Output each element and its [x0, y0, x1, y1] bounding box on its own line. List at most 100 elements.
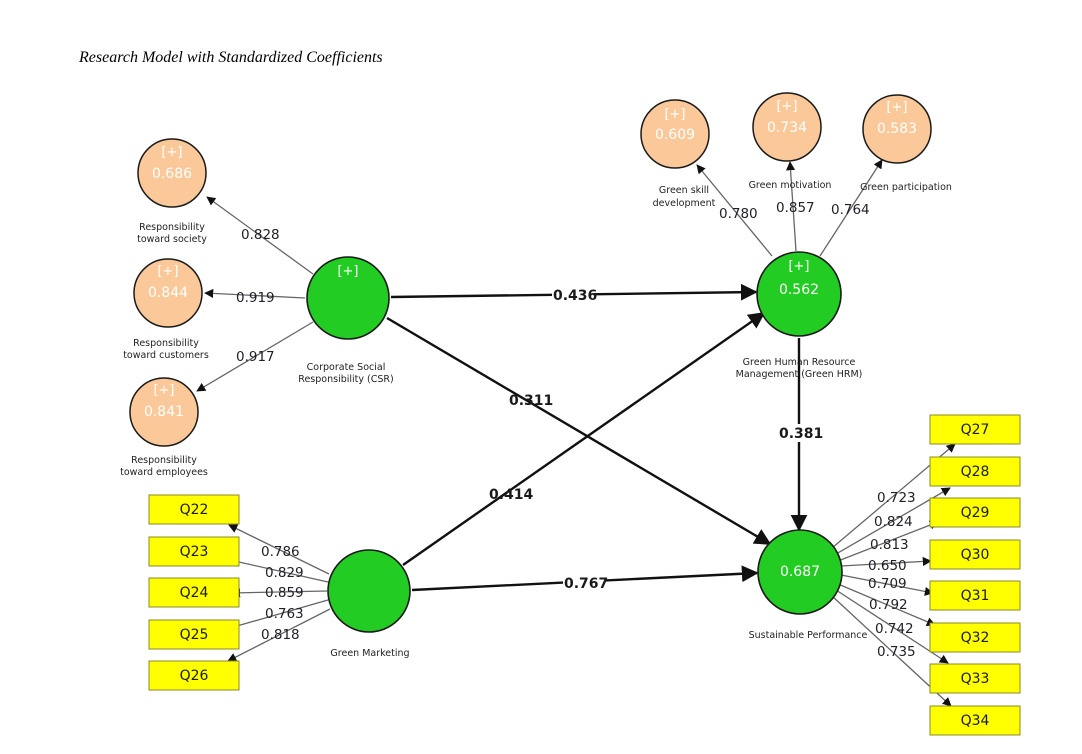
loading-q33: 0.742: [875, 621, 914, 637]
coef-gm-sp: 0.767: [564, 576, 608, 592]
label-csr-1: Corporate Social: [307, 362, 386, 373]
loading-q31: 0.709: [868, 576, 907, 592]
path-csr-sp: [386, 316, 772, 546]
indicator-label: Q24: [180, 585, 209, 601]
dimension-skill: [+] 0.609 Green skill development: [640, 99, 716, 209]
dimension-society: [+] 0.686 Responsibility toward society: [137, 138, 207, 245]
indicator-label: Q28: [961, 464, 990, 480]
ghrm-skill-line: [696, 164, 773, 257]
gm-indicators: Q22 Q23 Q24 Q25 Q26: [148, 494, 240, 691]
r2-ghrm: 0.562: [779, 282, 819, 298]
label-customers-1: Responsibility: [133, 338, 199, 349]
coef-csr-sp: 0.311: [509, 393, 553, 409]
loading-q25: 0.763: [265, 606, 304, 622]
path-label-bg-gm-sp: [563, 575, 605, 591]
ghrm-motivation-line: [786, 161, 797, 252]
label-society-1: Responsibility: [139, 222, 205, 233]
loading-ghrm-motivation: 0.857: [776, 200, 815, 216]
indicator-q27: Q27: [929, 414, 1021, 445]
gm-q25-line: [229, 599, 329, 631]
indicator-label: Q26: [180, 668, 209, 684]
sp-q32-line: [837, 583, 936, 627]
indicator-label: Q33: [961, 671, 990, 687]
indicator-q33: Q33: [929, 663, 1021, 694]
loading-q30: 0.650: [868, 558, 907, 574]
r2-employees: 0.841: [144, 404, 184, 420]
coef-ghrm-sp: 0.381: [779, 426, 823, 442]
label-ghrm-1: Green Human Resource: [743, 357, 856, 368]
dimension-participation: [+] 0.583 Green participation: [860, 94, 952, 193]
gm-q22-line: [228, 524, 330, 575]
indicator-q29: Q29: [929, 497, 1021, 528]
indicator-label: Q30: [961, 547, 990, 563]
ghrm-participation-line: [819, 159, 883, 257]
plus-marker: [+]: [886, 100, 907, 115]
dimension-employees: [+] 0.841 Responsibility toward employee…: [120, 377, 208, 478]
path-label-bg-ghrm-sp: [777, 424, 821, 442]
label-participation: Green participation: [860, 182, 952, 193]
plus-marker: [+]: [776, 99, 797, 114]
sp-q29-line: [837, 520, 939, 562]
indicator-q22: Q22: [148, 494, 240, 525]
gm-q26-line: [227, 608, 331, 662]
label-employees-2: toward employees: [120, 467, 208, 478]
indicator-label: Q27: [961, 422, 990, 438]
construct-gm: Green Marketing: [327, 549, 411, 659]
indicator-q24: Q24: [148, 577, 240, 608]
csr-customers-line: [204, 288, 306, 299]
indicator-q31: Q31: [929, 580, 1021, 611]
loading-q24: 0.859: [265, 585, 304, 601]
loading-q34: 0.735: [877, 644, 916, 660]
indicator-q32: Q32: [929, 622, 1021, 653]
loading-q29: 0.813: [870, 537, 909, 553]
loading-q26: 0.818: [261, 627, 300, 643]
loading-ghrm-participation: 0.764: [831, 202, 870, 218]
label-sp: Sustainable Performance: [749, 630, 868, 641]
indicator-label: Q25: [180, 627, 209, 643]
label-customers-2: toward customers: [123, 350, 209, 361]
gm-q23-line: [229, 557, 329, 583]
indicator-q34: Q34: [929, 705, 1021, 736]
r2-participation: 0.583: [877, 121, 917, 137]
sp-q30-line: [840, 556, 932, 567]
indicator-label: Q23: [180, 544, 209, 560]
indicator-label: Q22: [180, 502, 209, 518]
loading-q23: 0.829: [265, 565, 304, 581]
label-society-2: toward society: [137, 234, 207, 245]
label-skill-1: Green skill: [659, 185, 709, 196]
loading-q27: 0.723: [877, 490, 916, 506]
label-skill-2: development: [653, 198, 716, 209]
indicator-label: Q31: [961, 588, 990, 604]
r2-customers: 0.844: [148, 285, 188, 301]
plus-marker: [+]: [664, 107, 685, 122]
construct-csr: [+] Corporate Social Responsibility (CSR…: [298, 256, 394, 385]
indicator-label: Q34: [961, 713, 990, 729]
label-csr-2: Responsibility (CSR): [298, 374, 393, 385]
path-label-bg-csr-ghrm: [552, 287, 594, 303]
figure-title: Research Model with Standardized Coeffic…: [78, 49, 383, 66]
plus-marker: [+]: [161, 145, 182, 160]
csr-dimensions: [+] 0.686 Responsibility toward society …: [120, 138, 209, 478]
indicator-label: Q32: [961, 630, 990, 646]
indicator-q28: Q28: [929, 456, 1021, 487]
label-gm: Green Marketing: [330, 648, 409, 659]
plus-marker: [+]: [157, 264, 178, 279]
csr-society-line: [206, 196, 314, 275]
r2-motivation: 0.734: [767, 120, 807, 136]
loading-q28: 0.824: [874, 514, 913, 530]
plus-marker: [+]: [788, 259, 809, 274]
r2-skill: 0.609: [655, 127, 695, 143]
csr-employees-line: [196, 321, 314, 392]
indicator-q26: Q26: [148, 660, 240, 691]
construct-sp: 0.687 Sustainable Performance: [749, 529, 868, 641]
indicator-q30: Q30: [929, 539, 1021, 570]
loading-csr-employees: 0.917: [236, 349, 275, 365]
plus-marker: [+]: [337, 264, 358, 279]
indicator-q25: Q25: [148, 619, 240, 650]
sp-q31-line: [840, 574, 934, 596]
loading-csr-customers: 0.919: [236, 290, 275, 306]
label-ghrm-2: Management (Green HRM): [736, 369, 863, 380]
loading-csr-society: 0.828: [241, 227, 280, 243]
sp-q33-line: [835, 589, 949, 664]
